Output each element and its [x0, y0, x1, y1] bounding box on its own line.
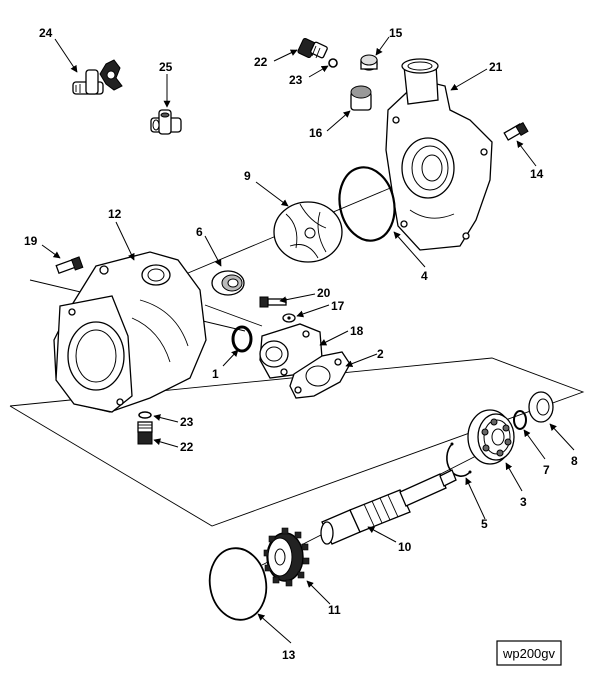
figure-id-box: wp200gv [496, 640, 562, 666]
callout-13: 13 [282, 648, 296, 662]
callout-23-top: 23 [289, 73, 303, 87]
callout-16: 16 [309, 126, 323, 140]
snap-ring-part-5 [446, 442, 472, 477]
plug-part-15 [360, 54, 378, 71]
fitting-part-22-lower [137, 421, 153, 445]
gear-part-11 [263, 527, 310, 587]
tee-fitting-part-25 [150, 109, 182, 135]
callout-25: 25 [159, 60, 173, 74]
o-ring-part-23-top [328, 58, 338, 68]
callout-6: 6 [196, 225, 203, 239]
callout-3: 3 [520, 495, 527, 509]
callout-4: 4 [421, 269, 428, 283]
screw-part-20 [259, 296, 287, 308]
callout-17: 17 [331, 299, 345, 313]
o-ring-part-13 [208, 547, 268, 621]
impeller-part-9 [273, 201, 343, 263]
callout-14: 14 [530, 167, 544, 181]
pump-body-part-12 [53, 251, 207, 413]
pump-housing-part-21 [385, 58, 493, 251]
snap-ring-part-7 [513, 410, 527, 430]
capscrew-part-14 [503, 121, 529, 141]
cover-plate-part-18 [259, 323, 323, 379]
callout-23-lower: 23 [180, 415, 194, 429]
capscrew-part-19 [55, 256, 84, 275]
leader-lines [41, 36, 575, 644]
callout-22-top: 22 [254, 55, 268, 69]
bearing-part-3 [467, 409, 515, 465]
callout-24: 24 [39, 26, 53, 40]
fitting-part-22-top [297, 37, 328, 59]
o-ring-part-1 [231, 325, 253, 353]
drive-shaft-part-10 [320, 469, 457, 545]
callout-2: 2 [377, 347, 384, 361]
plug-part-16 [350, 85, 372, 111]
callout-21: 21 [489, 60, 503, 74]
callout-7: 7 [543, 463, 550, 477]
callout-12: 12 [108, 207, 122, 221]
callout-20: 20 [317, 286, 331, 300]
callout-labels: 24 25 22 23 15 21 16 14 9 4 12 19 6 20 1… [24, 26, 578, 662]
washer-part-17 [282, 313, 296, 323]
drain-cock-part-24 [72, 59, 123, 95]
seal-part-6 [211, 270, 245, 296]
o-ring-part-23-lower [138, 411, 152, 419]
figure-id-label: wp200gv [502, 646, 556, 661]
callout-1: 1 [212, 367, 219, 381]
callout-19: 19 [24, 234, 38, 248]
callout-5: 5 [481, 517, 488, 531]
callout-22-lower: 22 [180, 440, 194, 454]
callout-9: 9 [244, 169, 251, 183]
callout-15: 15 [389, 26, 403, 40]
callout-11: 11 [328, 603, 341, 617]
callout-18: 18 [350, 324, 364, 338]
gasket-part-2 [289, 351, 351, 399]
seal-part-8 [528, 391, 554, 423]
seal-ring-part-4 [338, 166, 396, 242]
callout-8: 8 [571, 454, 578, 468]
callout-10: 10 [398, 540, 412, 554]
